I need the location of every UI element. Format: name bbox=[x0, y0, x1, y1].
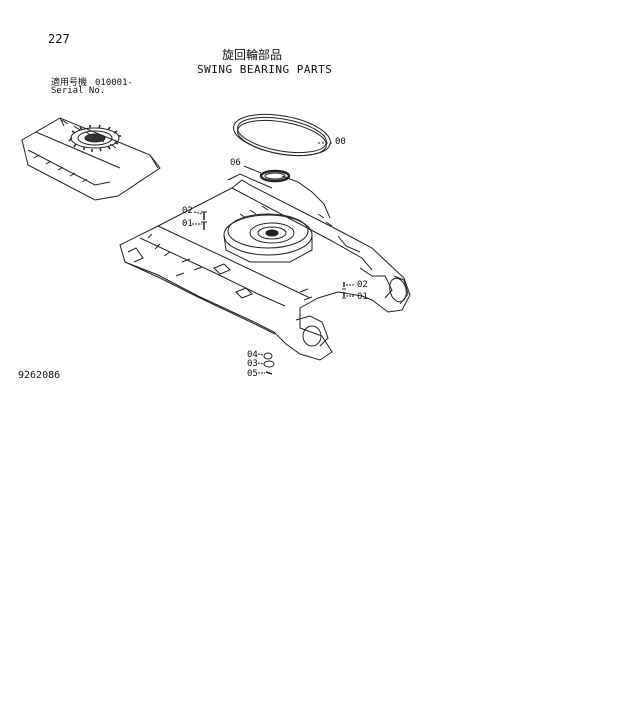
serial-label-english: Serial No. bbox=[51, 86, 106, 96]
callout-03: 03 bbox=[247, 359, 258, 369]
seal-ring bbox=[259, 169, 291, 183]
track-frame bbox=[119, 173, 411, 361]
title-japanese: 旋回輪部品 bbox=[222, 48, 283, 62]
swing-circle-mount bbox=[223, 213, 313, 263]
callout-05: 05 bbox=[247, 369, 258, 379]
serial-range: 010001- bbox=[95, 78, 133, 88]
callout-01-left: 01 bbox=[182, 219, 193, 229]
callout-04: 04 bbox=[247, 350, 258, 360]
swing-bearing-ring bbox=[233, 113, 331, 157]
callout-06: 06 bbox=[230, 158, 241, 168]
drawing-number: 9262086 bbox=[18, 370, 61, 381]
overview-undercarriage-thumbnail bbox=[21, 117, 161, 201]
page-number: 227 bbox=[48, 32, 70, 46]
serial-label-japanese: 適用号機 bbox=[51, 78, 88, 88]
callout-02-left: 02 bbox=[182, 206, 193, 216]
callout-00: 00 bbox=[335, 137, 346, 147]
title-english: SWING BEARING PARTS bbox=[197, 63, 333, 76]
bolt-group-left bbox=[192, 211, 207, 230]
small-parts-stack bbox=[257, 352, 275, 375]
callout-01-right: 01 bbox=[357, 292, 368, 302]
leader-line-06 bbox=[243, 165, 262, 174]
callout-02-right: 02 bbox=[357, 280, 368, 290]
bolt-group-right bbox=[342, 282, 355, 299]
